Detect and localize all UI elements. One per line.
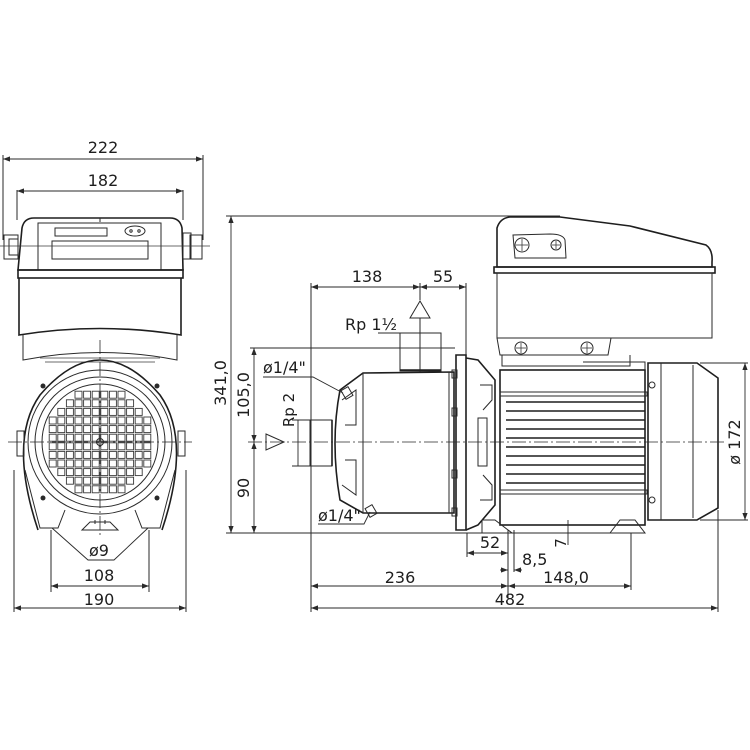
dim-148-label: 148,0 (543, 568, 589, 587)
cooling-fins (506, 401, 645, 484)
dim-8-5-label: 8,5 (522, 550, 547, 569)
dim-222-label: 222 (88, 138, 119, 157)
drain-bottom: ø1/4" (318, 506, 371, 525)
dim-foot-width: 190 (13, 470, 187, 612)
dim-axis-height: 90 (234, 442, 257, 533)
inlet-rp-label: Rp 2 (280, 393, 298, 427)
outlet-connection: Rp 1½ (345, 300, 442, 372)
dim-138-label: 138 (352, 267, 383, 286)
dim-foot-hole-spacing: 108 (50, 530, 150, 592)
dim-box-width: 182 (16, 171, 184, 220)
fan-cover-front (16, 359, 186, 531)
pump-body (334, 354, 496, 531)
drain-bottom-label: ø1/4" (318, 506, 361, 525)
dim-foot-spacing: 236 148,0 (311, 533, 632, 590)
terminal-box-front (0, 217, 210, 363)
dim-foot-details: 52 8,5 7 (466, 520, 570, 598)
outlet-rp-label: Rp 1½ (345, 315, 397, 334)
dim-hole-diameter: ø9 (51, 527, 149, 561)
dim-172-label: ø 172 (725, 419, 744, 464)
fan-grille (48, 390, 152, 494)
dim-overall-length: 482 (311, 510, 719, 612)
dim-motor-diameter: ø 172 (700, 362, 748, 521)
dim-341-label: 341,0 (211, 360, 230, 406)
outlet-flow-arrow-icon (409, 300, 431, 319)
inlet-connection: Rp 2 (265, 393, 333, 467)
dim-7-label: 7 (552, 538, 570, 548)
drain-top-label: ø1/4" (263, 358, 306, 377)
dim-236-label: 236 (385, 568, 416, 587)
dim-482-label: 482 (495, 590, 526, 609)
dim-overall-height: 341,0 (211, 215, 640, 534)
dim-o9-label: ø9 (89, 541, 109, 560)
dim-105-label: 105,0 (234, 372, 253, 418)
side-view: 341,0 105,0 90 138 55 Rp 1½ (211, 215, 748, 612)
dim-55-label: 55 (433, 267, 453, 286)
dim-190-label: 190 (84, 590, 115, 609)
terminal-box-side (493, 216, 716, 367)
dim-90-label: 90 (234, 478, 253, 498)
front-view: 222 182 (0, 138, 210, 612)
dim-182-label: 182 (88, 171, 119, 190)
dim-108-label: 108 (84, 566, 115, 585)
dim-52-label: 52 (480, 533, 500, 552)
dim-overall-width: 222 (2, 138, 204, 240)
motor-body (481, 361, 719, 534)
drain-top: ø1/4" (263, 358, 344, 394)
